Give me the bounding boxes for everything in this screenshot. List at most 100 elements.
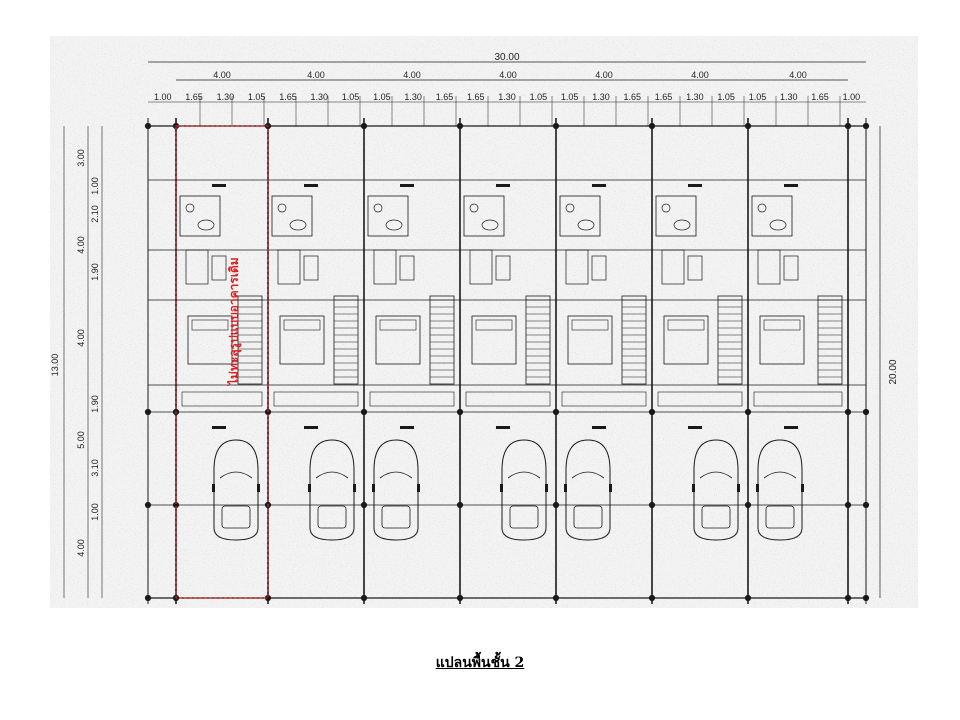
drawing-caption: แปลนพื้นชั้น 2 xyxy=(435,655,525,671)
toilet-fixture xyxy=(197,219,215,231)
car-mirror xyxy=(545,484,548,492)
side-table xyxy=(495,255,511,281)
bathroom xyxy=(559,195,601,237)
room-label-mark xyxy=(212,184,226,187)
car xyxy=(756,439,804,541)
car-windshield xyxy=(507,471,541,479)
pillow xyxy=(475,319,513,331)
column-marker xyxy=(456,122,464,130)
room-label-mark xyxy=(688,426,702,429)
side-table xyxy=(783,255,799,281)
car-rear xyxy=(509,505,539,529)
bed xyxy=(663,315,709,365)
townhouse-unit xyxy=(559,184,647,429)
stair xyxy=(621,295,647,385)
column-marker xyxy=(144,408,152,416)
red-note: ไม่ทะลุรูปแบบอาคารเดิม xyxy=(226,257,242,387)
car-body xyxy=(373,439,419,541)
car-mirror xyxy=(692,484,695,492)
sink-fixture xyxy=(277,203,287,213)
car-windshield xyxy=(571,471,605,479)
left-dim-label: 1.00 xyxy=(90,177,100,195)
balcony-rail xyxy=(753,391,843,407)
overall-width-label: 30.00 xyxy=(494,52,519,63)
column-marker xyxy=(744,594,752,602)
side-table xyxy=(399,255,415,281)
side-table xyxy=(591,255,607,281)
car-mirror xyxy=(756,484,759,492)
left-dim-label: 1.90 xyxy=(90,263,100,281)
sub-dim-label: 1.00 xyxy=(843,92,861,102)
car-mirror xyxy=(500,484,503,492)
car-mirror xyxy=(372,484,375,492)
wardrobe xyxy=(661,249,685,285)
townhouse-unit xyxy=(463,184,551,429)
wardrobe xyxy=(565,249,589,285)
sink-fixture xyxy=(469,203,479,213)
bed xyxy=(187,315,233,365)
column-marker xyxy=(144,501,152,509)
balcony-rail xyxy=(465,391,551,407)
townhouse-unit xyxy=(367,184,455,429)
sub-dim-label: 1.65 xyxy=(185,92,203,102)
sub-dim-label: 1.05 xyxy=(248,92,266,102)
stair xyxy=(333,295,359,385)
balcony-rail xyxy=(561,391,647,407)
car-rear xyxy=(381,505,411,529)
overall-depth-label: 20.00 xyxy=(888,359,899,384)
car-mirror xyxy=(308,484,311,492)
sub-dim-label: 1.65 xyxy=(811,92,829,102)
scan-speckle xyxy=(50,36,918,608)
sub-dim-label: 1.05 xyxy=(561,92,579,102)
car-body xyxy=(309,439,355,541)
stair xyxy=(525,295,551,385)
pillow xyxy=(283,319,321,331)
room-label-mark xyxy=(784,426,798,429)
sink-fixture xyxy=(185,203,195,213)
highlighted-plot xyxy=(175,125,269,599)
bed xyxy=(759,315,805,365)
sub-dim-label: 1.65 xyxy=(655,92,673,102)
unit-width-label: 4.00 xyxy=(213,70,231,80)
wardrobe xyxy=(373,249,397,285)
column-marker xyxy=(552,408,560,416)
room-label-mark xyxy=(304,184,318,187)
car-body xyxy=(757,439,803,541)
column-marker xyxy=(360,594,368,602)
unit-width-label: 4.00 xyxy=(307,70,325,80)
room-label-mark xyxy=(688,184,702,187)
room-label-mark xyxy=(400,184,414,187)
unit-width-label: 4.00 xyxy=(691,70,709,80)
bed xyxy=(375,315,421,365)
column-marker xyxy=(744,122,752,130)
balcony-rail xyxy=(273,391,359,407)
room-label-mark xyxy=(592,426,606,429)
room-label-mark xyxy=(304,426,318,429)
column-marker xyxy=(744,501,752,509)
toilet-fixture xyxy=(577,219,595,231)
toilet-fixture xyxy=(289,219,307,231)
car xyxy=(212,439,260,541)
car-rear xyxy=(317,505,347,529)
pillow xyxy=(763,319,801,331)
car-body xyxy=(501,439,547,541)
left-dim-label: 4.00 xyxy=(76,236,86,254)
car-body xyxy=(693,439,739,541)
column-marker xyxy=(456,408,464,416)
sink-fixture xyxy=(661,203,671,213)
column-marker xyxy=(862,594,870,602)
parking-cars xyxy=(212,439,804,541)
sub-dim-label: 1.05 xyxy=(530,92,548,102)
sub-dim-label: 1.05 xyxy=(749,92,767,102)
bathroom xyxy=(367,195,409,237)
column-marker xyxy=(360,122,368,130)
column-marker xyxy=(360,408,368,416)
sub-dim-label: 1.30 xyxy=(686,92,704,102)
left-dim-label: 2.10 xyxy=(90,205,100,223)
toilet-fixture xyxy=(673,219,691,231)
side-table xyxy=(687,255,703,281)
car xyxy=(692,439,740,541)
balcony-rail xyxy=(369,391,455,407)
column-marker xyxy=(862,408,870,416)
